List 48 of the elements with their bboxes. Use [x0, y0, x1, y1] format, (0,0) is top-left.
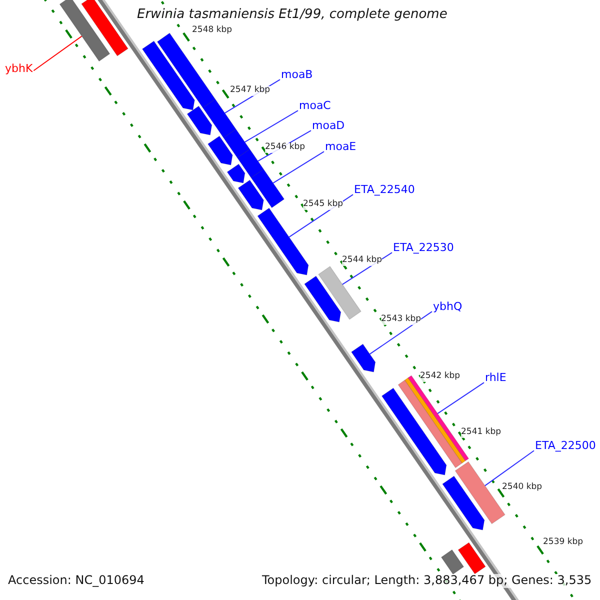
leader-line	[369, 311, 432, 355]
gene-bar	[223, 128, 250, 158]
gene-bar	[442, 476, 485, 530]
genome-stats-text: Topology: circular; Length: 3,883,467 bp; Genes: 3,535	[262, 574, 592, 588]
leader-line	[484, 450, 534, 486]
gene-bar	[350, 344, 376, 372]
gene-label: ETA_22500	[535, 440, 596, 453]
leader-line	[437, 382, 484, 414]
gene-label: ETA_22530	[393, 242, 454, 255]
gene-bar	[318, 266, 362, 320]
map-title: Erwinia tasmaniensis Et1/99, complete genome	[137, 8, 448, 23]
scale-label: 2544 kbp	[342, 256, 382, 266]
gene-bar	[142, 40, 195, 110]
leader-line	[33, 36, 82, 72]
gene-bar	[202, 98, 236, 138]
gene-label: moaE	[325, 141, 356, 154]
accession-text: Accession: NC_010694	[8, 574, 144, 588]
gene-label: moaB	[281, 69, 313, 82]
gene-label: ybhQ	[433, 301, 462, 314]
scale-label: 2539 kbp	[543, 538, 584, 548]
scale-label: 2542 kbp	[420, 372, 460, 382]
gene-bar	[207, 136, 233, 166]
gene-label: ybhK	[5, 63, 33, 76]
scale-label: 2541 kbp	[461, 428, 502, 438]
gene-bar	[81, 0, 128, 56]
scale-label: 2547 kbp	[230, 86, 270, 96]
scale-label: 2545 kbp	[303, 200, 344, 210]
gene-bar	[59, 0, 110, 62]
leader-line	[244, 110, 298, 143]
scale-label: 2546 kbp	[265, 143, 306, 153]
gene-label: ETA_22540	[354, 184, 415, 197]
gene-bar	[458, 542, 486, 574]
gene-label: moaD	[312, 120, 345, 133]
gene-bar	[186, 106, 212, 136]
gene-label: moaC	[299, 100, 331, 113]
gene-bar	[440, 549, 464, 575]
gene-bar	[381, 388, 447, 476]
gene-label: rhlE	[485, 372, 506, 385]
scale-label: 2548 kbp	[192, 26, 232, 36]
leader-line	[272, 151, 324, 184]
scale-label: 2543 kbp	[381, 315, 422, 325]
gene-bar	[250, 168, 285, 208]
gene-bar	[398, 380, 463, 468]
gene-bar	[238, 180, 264, 210]
gene-bar	[226, 164, 246, 184]
gene-bar	[156, 32, 216, 108]
gene-bar	[304, 276, 342, 322]
scale-label: 2540 kbp	[502, 483, 542, 493]
